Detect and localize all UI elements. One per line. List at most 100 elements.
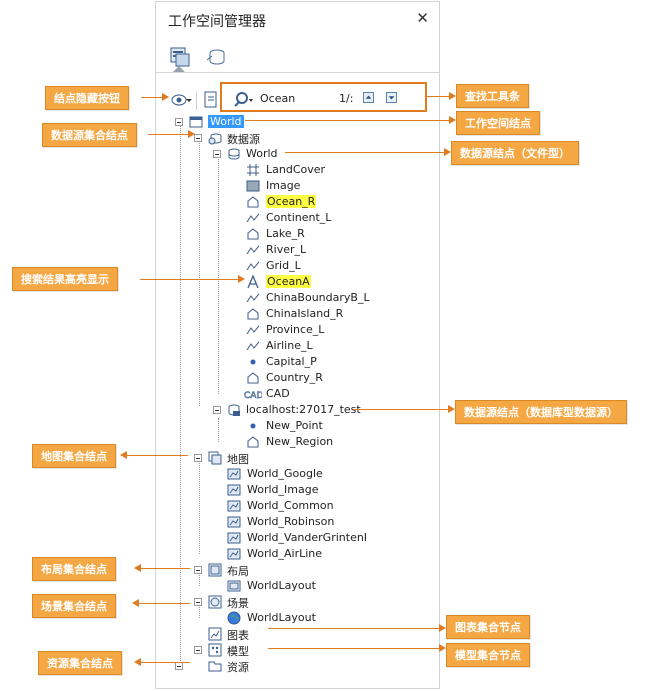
collapse-icon[interactable] <box>213 406 221 414</box>
dataset-item[interactable]: Continent_L <box>156 210 439 226</box>
tree-node-resources[interactable]: 资源 <box>156 658 439 674</box>
map-item[interactable]: World_Image <box>156 482 439 498</box>
image-dataset-icon <box>246 180 260 192</box>
callout-arrowhead <box>162 93 169 101</box>
dataset-item[interactable]: Province_L <box>156 322 439 338</box>
map-item[interactable]: World_AirLine <box>156 546 439 562</box>
callout-arrow <box>141 97 163 98</box>
close-icon[interactable]: ✕ <box>416 9 429 27</box>
map-item[interactable]: World_Google <box>156 466 439 482</box>
tree-node-charts[interactable]: 图表 <box>156 626 439 642</box>
map-item[interactable]: World_Common <box>156 498 439 514</box>
dataset-label-highlighted[interactable]: Ocean_R <box>266 195 317 208</box>
dataset-label[interactable]: River_L <box>266 243 307 256</box>
tree-node-models[interactable]: 模型 <box>156 642 439 658</box>
find-previous-button[interactable] <box>363 92 374 103</box>
dataset-label[interactable]: New_Point <box>266 419 323 432</box>
search-icon[interactable] <box>232 89 254 111</box>
tree-node-layouts[interactable]: 布局 <box>156 562 439 578</box>
dataset-item[interactable]: New_Point <box>156 418 439 434</box>
scene-item[interactable]: WorldLayout <box>156 610 439 626</box>
collapse-icon[interactable] <box>175 118 183 126</box>
dataset-label-highlighted[interactable]: OceanA <box>266 275 311 288</box>
dataset-item[interactable]: OceanA <box>156 274 439 290</box>
callout-chart-collection: 图表集合节点 <box>446 615 530 639</box>
dataset-label[interactable]: Province_L <box>266 323 325 336</box>
find-next-button[interactable] <box>386 92 397 103</box>
dataset-label[interactable]: LandCover <box>266 163 326 176</box>
map-collection-icon <box>208 451 222 465</box>
dataset-item[interactable]: CAD CAD <box>156 386 439 402</box>
layout-label[interactable]: WorldLayout <box>247 579 316 592</box>
map-label[interactable]: World_AirLine <box>247 547 323 560</box>
map-label[interactable]: World_VanderGrintenI <box>247 531 368 544</box>
workspace-node-label[interactable]: World <box>208 115 244 128</box>
collapse-icon[interactable] <box>213 150 221 158</box>
dataset-label[interactable]: New_Region <box>266 435 334 448</box>
map-label[interactable]: World_Image <box>247 483 319 496</box>
dataset-item[interactable]: Ocean_R <box>156 194 439 210</box>
tree-node-datasource-file[interactable]: World <box>156 146 439 162</box>
datasource-file-label[interactable]: World <box>246 147 278 160</box>
dataset-label[interactable]: Country_R <box>266 371 323 384</box>
dataset-item[interactable]: Image <box>156 178 439 194</box>
dataset-label[interactable]: Lake_R <box>266 227 305 240</box>
point-dataset-icon <box>250 423 256 429</box>
chart-collection-label[interactable]: 图表 <box>227 629 249 642</box>
collapse-icon[interactable] <box>194 646 202 654</box>
tree-node-datasources[interactable]: 数据源 <box>156 130 439 146</box>
callout-arrow <box>268 648 439 649</box>
map-label[interactable]: World_Common <box>247 499 334 512</box>
dataset-item[interactable]: ChinaBoundaryB_L <box>156 290 439 306</box>
dataset-item[interactable]: Capital_P <box>156 354 439 370</box>
resource-collection-label[interactable]: 资源 <box>227 661 249 674</box>
find-input[interactable]: Ocean <box>260 92 296 105</box>
open-file-icon[interactable] <box>202 89 220 111</box>
scene-collection-label[interactable]: 场景 <box>227 597 249 610</box>
dataset-label[interactable]: CAD <box>266 387 290 400</box>
workspace-tab-icon[interactable] <box>169 46 191 68</box>
dataset-item[interactable]: Grid_L <box>156 258 439 274</box>
dataset-item[interactable]: River_L <box>156 242 439 258</box>
model-collection-label[interactable]: 模型 <box>227 645 249 658</box>
collapse-icon[interactable] <box>194 566 202 574</box>
dataset-item[interactable]: ChinaIsland_R <box>156 306 439 322</box>
dataset-item[interactable]: New_Region <box>156 434 439 450</box>
layout-collection-label[interactable]: 布局 <box>227 565 249 578</box>
dataset-item[interactable]: Lake_R <box>156 226 439 242</box>
dataset-label[interactable]: ChinaIsland_R <box>266 307 344 320</box>
dataset-label[interactable]: Capital_P <box>266 355 317 368</box>
dataset-label[interactable]: Grid_L <box>266 259 301 272</box>
collapse-icon[interactable] <box>194 134 202 142</box>
scene-label[interactable]: WorldLayout <box>247 611 316 624</box>
map-item[interactable]: World_Robinson <box>156 514 439 530</box>
region-dataset-icon <box>247 196 259 208</box>
map-label[interactable]: World_Google <box>247 467 323 480</box>
tree-node-maps[interactable]: 地图 <box>156 450 439 466</box>
layout-item[interactable]: WorldLayout <box>156 578 439 594</box>
callout-arrow <box>427 96 449 97</box>
datasource-collection-label[interactable]: 数据源 <box>227 133 260 146</box>
tree-node-workspace[interactable]: World <box>156 114 439 130</box>
dataset-item[interactable]: Airline_L <box>156 338 439 354</box>
dataset-label[interactable]: ChinaBoundaryB_L <box>266 291 370 304</box>
node-visibility-toggle-icon[interactable] <box>170 89 192 111</box>
resource-tab-icon[interactable] <box>205 46 227 68</box>
dataset-label[interactable]: Image <box>266 179 301 192</box>
map-collection-label[interactable]: 地图 <box>227 453 249 466</box>
datasource-db-label[interactable]: localhost:27017_test <box>246 403 361 416</box>
dataset-item[interactable]: LandCover <box>156 162 439 178</box>
collapse-icon[interactable] <box>194 454 202 462</box>
resource-collection-icon <box>208 661 222 672</box>
collapse-icon[interactable] <box>194 598 202 606</box>
region-dataset-icon <box>247 436 259 448</box>
dataset-label[interactable]: Continent_L <box>266 211 332 224</box>
tree-node-scenes[interactable]: 场景 <box>156 594 439 610</box>
map-label[interactable]: World_Robinson <box>247 515 335 528</box>
dataset-label[interactable]: Airline_L <box>266 339 313 352</box>
tree-node-datasource-db[interactable]: localhost:27017_test <box>156 402 439 418</box>
callout-search-highlight: 搜索结果高亮显示 <box>12 267 118 291</box>
dataset-item[interactable]: Country_R <box>156 370 439 386</box>
collapse-icon[interactable] <box>175 662 183 670</box>
map-item[interactable]: World_VanderGrintenI <box>156 530 439 546</box>
